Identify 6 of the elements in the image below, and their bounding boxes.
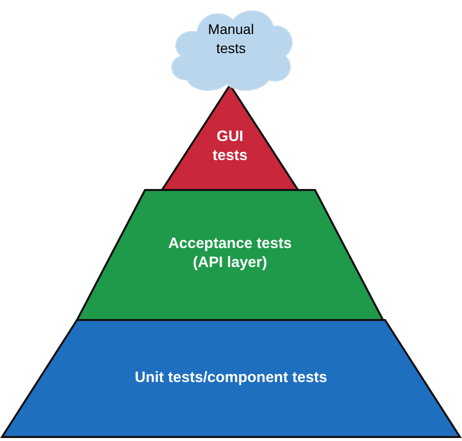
tier-label: GUI tests	[211, 127, 249, 165]
cloud-label: Manual tests	[207, 20, 255, 58]
tier-label: Acceptance tests (API layer)	[167, 234, 293, 272]
tier-label: Unit tests/component tests	[134, 368, 328, 387]
pyramid-tier	[77, 190, 383, 320]
pyramid-tier	[2, 320, 460, 437]
